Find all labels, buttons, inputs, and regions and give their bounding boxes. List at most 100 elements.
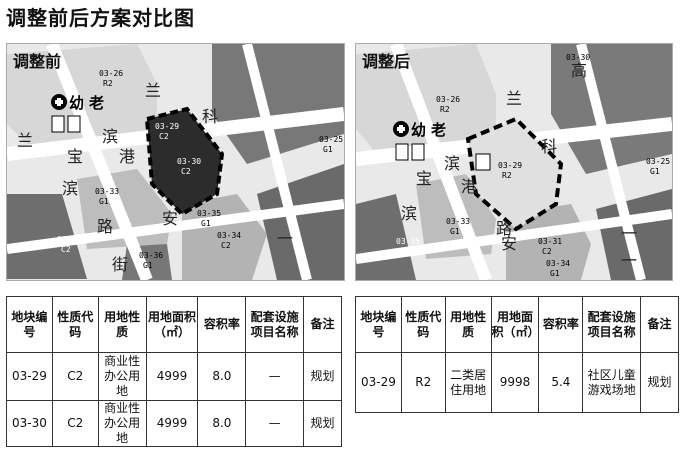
after-place-char: 港 [461, 177, 477, 196]
before-parcel: C2 [221, 241, 231, 250]
after-place-char: 安 [501, 234, 517, 253]
before-parcel: G1 [201, 219, 211, 228]
after-place-char: 滨 [401, 204, 417, 223]
table-row: 03-30 C2 商业性办公用地 4999 8.0 — 规划 [6, 400, 342, 447]
table-header: 配套设施项目名称 [582, 296, 642, 353]
table-header: 用地性质 [97, 296, 147, 353]
table-cell: 二类居住用地 [444, 352, 492, 413]
before-parcel: R2 [103, 79, 113, 88]
before-parcel: 03-29 [155, 122, 179, 131]
table-cell: 规划 [640, 352, 679, 413]
table-cell: 4999 [145, 352, 199, 401]
after-facility-1: 幼 [411, 121, 426, 139]
table-cell: 8.0 [197, 400, 247, 447]
before-place-char: 安 [162, 209, 178, 228]
after-parcel: R2 [440, 105, 450, 114]
table-row: 03-29 R2 二类居住用地 9998 5.4 社区儿童游戏场地 规划 [355, 352, 679, 413]
after-map-label: 调整后 [362, 52, 411, 71]
after-parcel: 03-26 [436, 95, 460, 104]
page-title: 调整前后方案对比图 [6, 6, 195, 30]
after-parcel: 03-29 [498, 161, 522, 170]
after-map-panel: 调整后 幼 老 03-26 R2 03-29 R2 03-33 G1 03 [355, 43, 673, 281]
table-header: 用地性质 [444, 296, 492, 353]
after-parcel: G1 [450, 227, 460, 236]
before-place-char: 科 [202, 107, 218, 126]
table-cell: 9998 [490, 352, 540, 413]
before-place-char: 一 [277, 229, 293, 248]
before-parcel: 03-36 [139, 251, 163, 260]
before-parcel: C2 [181, 167, 191, 176]
table-cell: C2 [51, 400, 99, 447]
table-cell: 4999 [145, 400, 199, 447]
after-place-char: 一 [621, 251, 637, 270]
before-place-char: 街 [112, 255, 128, 274]
after-parcel: C2 [542, 247, 552, 256]
table-header: 性质代码 [400, 296, 446, 353]
after-parcel: G1 [400, 247, 410, 256]
before-place-char: 滨 [62, 179, 78, 198]
table-cell: 03-30 [6, 400, 53, 447]
after-parcel: 03-31 [538, 237, 562, 246]
table-header: 备注 [303, 296, 342, 353]
before-parcel: 03-30 [177, 157, 201, 166]
table-row: 03-29 C2 商业性办公用地 4999 8.0 — 规划 [6, 352, 342, 401]
after-place-char: 宝 [416, 169, 432, 188]
before-parcel: G1 [143, 261, 153, 270]
before-parcel: 03-31 [57, 235, 81, 244]
table-cell: 商业性办公用地 [97, 400, 147, 447]
before-place-char: 宝 [67, 147, 83, 166]
before-map-label: 调整前 [13, 52, 62, 71]
after-parcel: 03-25 [646, 157, 670, 166]
after-place-char: 高 [571, 61, 587, 80]
table-cell: — [245, 400, 305, 447]
before-parcel: 03-33 [95, 187, 119, 196]
table-header: 配套设施项目名称 [245, 296, 305, 353]
table-header: 容积率 [538, 296, 584, 353]
table-cell: 商业性办公用地 [97, 352, 147, 401]
before-parcel: C2 [61, 245, 71, 254]
after-map: 幼 老 03-26 R2 03-29 R2 03-33 G1 03-35 G1 … [356, 44, 672, 280]
after-parcel: 03-34 [546, 259, 570, 268]
before-place-char: 兰 [17, 131, 33, 150]
table-cell: 8.0 [197, 352, 247, 401]
table-cell: 5.4 [538, 352, 584, 413]
after-parcel: 03-30 [566, 53, 590, 62]
after-parcel: R2 [502, 171, 512, 180]
table-header: 地块编号 [6, 296, 53, 353]
before-parcel: G1 [323, 145, 333, 154]
table-header: 性质代码 [51, 296, 99, 353]
before-parcel: 03-26 [99, 69, 123, 78]
after-place-char: 兰 [506, 89, 522, 108]
before-parcel: 03-25 [319, 135, 343, 144]
table-cell: 03-29 [355, 352, 402, 413]
after-parcel: 03-35 [396, 237, 420, 246]
after-place-char: 一 [621, 224, 637, 243]
table-cell: 规划 [303, 352, 342, 401]
after-place-char: 滨 [444, 154, 460, 173]
table-header: 用地面积（㎡） [490, 296, 540, 353]
before-facility-1: 幼 [69, 94, 84, 112]
table-cell: 社区儿童游戏场地 [582, 352, 642, 413]
after-place-char: 路 [496, 219, 512, 238]
table-cell: C2 [51, 352, 99, 401]
table-header-row: 地块编号 性质代码 用地性质 用地面积（㎡） 容积率 配套设施项目名称 备注 [6, 296, 342, 353]
table-cell: R2 [400, 352, 446, 413]
table-header: 备注 [640, 296, 679, 353]
before-place-char: 兰 [145, 81, 161, 100]
after-parcel: G1 [550, 269, 560, 278]
after-parcel: 03-33 [446, 217, 470, 226]
after-parcel: G1 [650, 167, 660, 176]
after-table: 地块编号 性质代码 用地性质 用地面积（㎡） 容积率 配套设施项目名称 备注 0… [355, 296, 679, 413]
before-facility-2: 老 [88, 94, 104, 112]
after-facility-2: 老 [430, 121, 446, 139]
before-parcel: C2 [159, 132, 169, 141]
table-header: 用地面积（㎡） [145, 296, 199, 353]
after-place-char: 科 [541, 137, 557, 156]
table-header: 地块编号 [355, 296, 402, 353]
table-cell: 规划 [303, 400, 342, 447]
before-table: 地块编号 性质代码 用地性质 用地面积（㎡） 容积率 配套设施项目名称 备注 0… [6, 296, 342, 447]
before-parcel: 03-35 [197, 209, 221, 218]
table-header: 容积率 [197, 296, 247, 353]
before-parcel: 03-34 [217, 231, 241, 240]
table-header-row: 地块编号 性质代码 用地性质 用地面积（㎡） 容积率 配套设施项目名称 备注 [355, 296, 679, 353]
